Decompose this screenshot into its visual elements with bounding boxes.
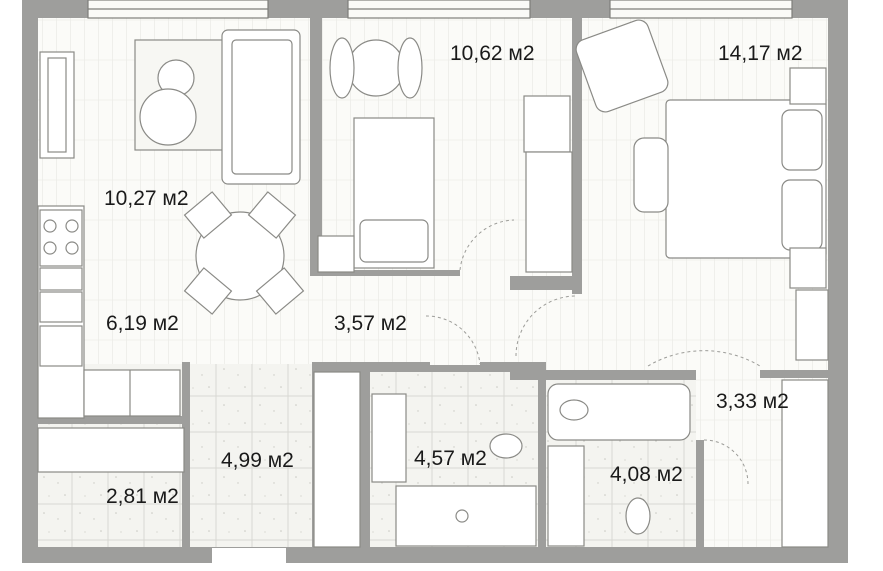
interior-walls <box>38 18 828 547</box>
bathroom-2-fixtures <box>547 383 691 547</box>
wardrobes <box>37 371 829 548</box>
master-bedroom-furniture <box>575 19 829 361</box>
bathroom-1-fixtures <box>371 393 537 547</box>
nightstand <box>317 235 355 273</box>
door-swings <box>425 219 761 485</box>
dining-table <box>195 211 285 301</box>
area-label-living-room: 10,27 м2 <box>104 187 189 210</box>
armchair <box>575 19 669 113</box>
corridor-floor <box>190 364 312 547</box>
side-table <box>139 88 197 146</box>
nightstand-bottom <box>789 247 827 289</box>
desk <box>523 95 571 153</box>
toilet-1 <box>489 433 523 459</box>
kitchen-furniture <box>37 205 181 419</box>
toilet-2 <box>625 497 651 535</box>
cabinet <box>547 445 585 547</box>
bathtub <box>547 383 691 441</box>
living-furniture <box>39 29 305 315</box>
entrance-door <box>212 548 286 563</box>
area-label-bathroom-2: 4,08 м2 <box>610 463 683 486</box>
area-label-kitchen: 6,19 м2 <box>106 312 179 335</box>
area-label-small-bedroom: 10,62 м2 <box>450 42 535 65</box>
wardrobe-right-unit <box>781 379 829 548</box>
small-bedroom-furniture <box>317 37 573 273</box>
wardrobe-small <box>525 151 573 273</box>
area-label-storage: 2,81 м2 <box>106 485 179 508</box>
area-label-wardrobe-right: 3,33 м2 <box>716 390 789 413</box>
storage-shelves <box>37 427 185 473</box>
windows <box>87 0 793 19</box>
round-table <box>347 39 405 97</box>
dresser <box>795 289 829 361</box>
area-label-master-bedroom: 14,17 м2 <box>718 42 803 65</box>
washer <box>371 393 407 483</box>
right-hall-floor <box>510 290 828 370</box>
nightstand-top <box>789 67 827 105</box>
area-label-bathroom-1: 4,57 м2 <box>414 447 487 470</box>
pouf <box>633 137 669 213</box>
wardrobe-corridor <box>313 371 361 548</box>
hall-floor <box>300 270 510 365</box>
area-label-corridor: 4,99 м2 <box>221 449 294 472</box>
area-label-hall: 3,57 м2 <box>334 312 407 335</box>
